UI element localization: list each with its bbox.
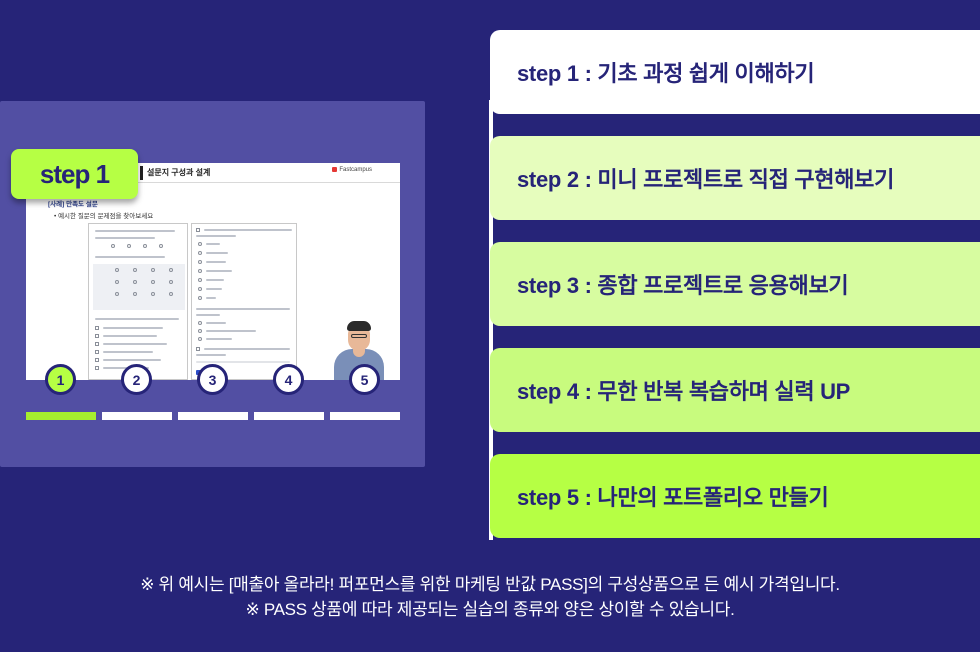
- footnote-price-example: ※ 위 예시는 [매출아 올라라! 퍼포먼스를 위한 마케팅 반값 PASS]의…: [140, 575, 840, 594]
- radio-icon: [198, 242, 202, 246]
- doc-line: [103, 343, 167, 345]
- checkbox-icon: [95, 334, 99, 338]
- step-indicator-3[interactable]: 3: [197, 364, 228, 395]
- doc-line: [95, 318, 179, 320]
- progress-segment-3: [178, 412, 248, 420]
- video-preview-panel: 설문지 구성과 설계 Fastcampus [사례] 만족도 설문 • 예시한 …: [0, 101, 425, 467]
- radio-icon: [115, 268, 119, 272]
- checkbox-icon: [196, 347, 200, 351]
- doc-line: [206, 261, 226, 263]
- checkbox-icon: [95, 326, 99, 330]
- instructor-glasses: [351, 334, 367, 338]
- slide-brand-text: Fastcampus: [339, 167, 372, 174]
- checkbox-icon: [95, 350, 99, 354]
- doc-line: [206, 338, 232, 340]
- radio-icon: [198, 260, 202, 264]
- progress-segment-2: [102, 412, 172, 420]
- doc-line: [196, 354, 226, 356]
- radio-icon: [198, 337, 202, 341]
- step-item-3[interactable]: step 3 : 종합 프로젝트로 응용해보기: [490, 242, 980, 326]
- radio-icon: [198, 296, 202, 300]
- radio-icon: [198, 278, 202, 282]
- slide-header-bar: [140, 166, 143, 180]
- instructor-neck: [353, 349, 365, 357]
- doc-line: [103, 351, 153, 353]
- radio-icon: [169, 292, 173, 296]
- doc-line: [196, 235, 236, 237]
- radio-icon: [133, 292, 137, 296]
- radio-icon: [159, 244, 163, 248]
- checkbox-icon: [95, 358, 99, 362]
- footnote-pass-disclaimer: ※ PASS 상품에 따라 제공되는 실습의 종류와 양은 상이할 수 있습니다…: [245, 600, 735, 619]
- doc-line: [206, 322, 226, 324]
- radio-icon: [127, 244, 131, 248]
- step-indicator-5[interactable]: 5: [349, 364, 380, 395]
- slide-bullet: • 예시한 질문의 문제점을 찾아보세요: [54, 213, 154, 220]
- doc-line: [95, 237, 155, 239]
- doc-line: [103, 359, 161, 361]
- instructor-head: [348, 325, 370, 351]
- doc-line: [206, 297, 216, 299]
- doc-line: [196, 308, 290, 310]
- radio-icon: [115, 292, 119, 296]
- checkbox-icon: [95, 342, 99, 346]
- radio-icon: [111, 244, 115, 248]
- radio-icon: [115, 280, 119, 284]
- radio-icon: [169, 268, 173, 272]
- survey-document-left: [88, 223, 188, 380]
- step-indicator-1[interactable]: 1: [45, 364, 76, 395]
- progress-segment-1: [26, 412, 96, 420]
- step-indicator-4[interactable]: 4: [273, 364, 304, 395]
- doc-line: [204, 229, 292, 231]
- slide-section-title: [사례] 만족도 설문: [48, 201, 98, 208]
- radio-icon: [198, 251, 202, 255]
- brand-logo-icon: [332, 167, 338, 172]
- checkbox-icon: [95, 366, 99, 370]
- slide-title: 설문지 구성과 설계: [147, 168, 211, 177]
- doc-line: [103, 335, 157, 337]
- progress-segment-5: [330, 412, 400, 420]
- step-item-1[interactable]: step 1 : 기초 과정 쉽게 이해하기: [490, 30, 980, 114]
- progress-segment-4: [254, 412, 324, 420]
- radio-icon: [198, 269, 202, 273]
- radio-icon: [198, 329, 202, 333]
- doc-line: [196, 314, 220, 316]
- radio-icon: [151, 268, 155, 272]
- step-indicator-2[interactable]: 2: [121, 364, 152, 395]
- doc-line: [206, 252, 228, 254]
- survey-document-right: [191, 223, 297, 380]
- instructor-hair: [347, 321, 371, 331]
- doc-line: [206, 330, 256, 332]
- radio-icon: [133, 268, 137, 272]
- doc-line: [95, 230, 175, 232]
- radio-icon: [198, 287, 202, 291]
- lecture-slide: 설문지 구성과 설계 Fastcampus [사례] 만족도 설문 • 예시한 …: [26, 163, 400, 380]
- doc-line: [206, 270, 232, 272]
- doc-line: [206, 243, 220, 245]
- doc-line: [103, 327, 163, 329]
- step-item-5[interactable]: step 5 : 나만의 포트폴리오 만들기: [490, 454, 980, 538]
- doc-line: [206, 279, 224, 281]
- current-step-badge: step 1: [11, 149, 138, 199]
- slide-brand: Fastcampus: [332, 167, 372, 173]
- radio-icon: [169, 280, 173, 284]
- doc-line: [196, 361, 290, 363]
- step-item-4[interactable]: step 4 : 무한 반복 복습하며 실력 UP: [490, 348, 980, 432]
- doc-line: [206, 288, 222, 290]
- radio-icon: [133, 280, 137, 284]
- radio-icon: [143, 244, 147, 248]
- doc-line: [95, 256, 165, 258]
- step-item-2[interactable]: step 2 : 미니 프로젝트로 직접 구현해보기: [490, 136, 980, 220]
- radio-icon: [198, 321, 202, 325]
- doc-line: [204, 348, 290, 350]
- radio-icon: [151, 292, 155, 296]
- radio-icon: [151, 280, 155, 284]
- checkbox-icon: [196, 228, 200, 232]
